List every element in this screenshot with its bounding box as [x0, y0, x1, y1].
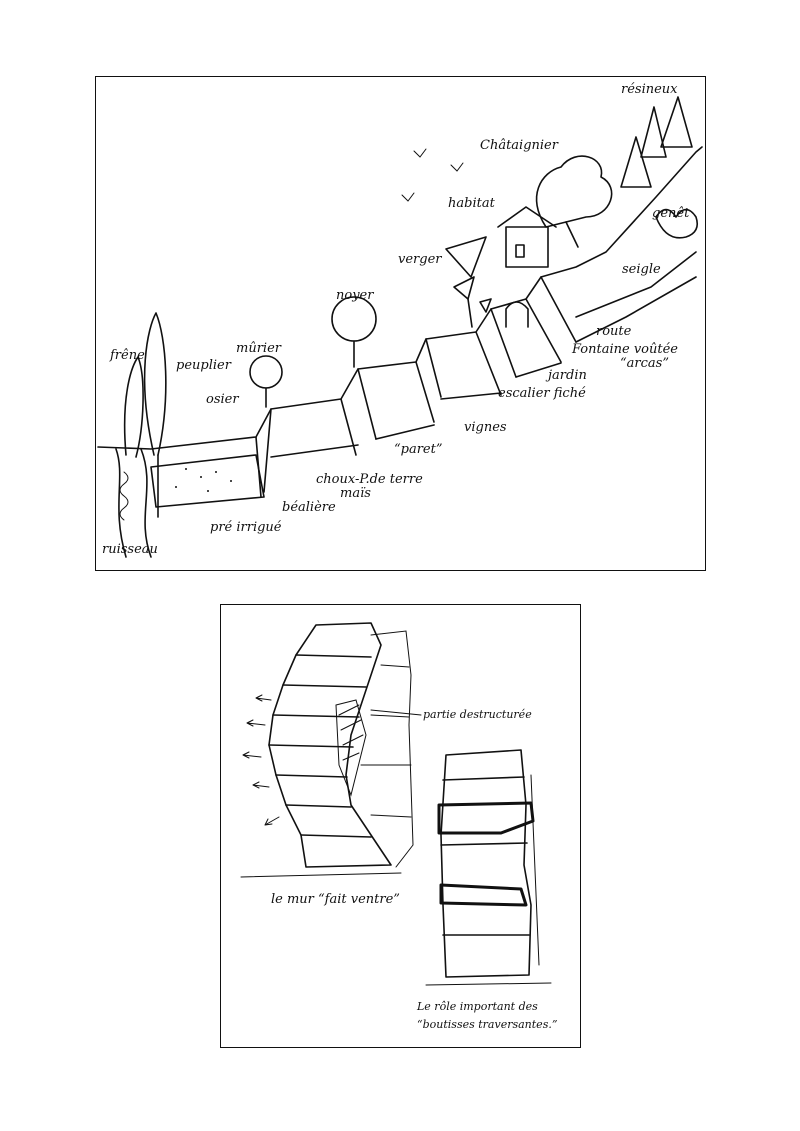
- label-role-line2: “boutisses traversantes.”: [417, 1018, 558, 1031]
- label-jardin: jardin: [548, 368, 587, 383]
- label-fontaine: Fontaine voûtée: [572, 342, 678, 357]
- dry-stone-wall-diagram: partie destructurée le mur “fait ventre”…: [220, 604, 581, 1048]
- label-mur-fait-ventre: le mur “fait ventre”: [271, 892, 400, 907]
- hillside-drawing: [97, 96, 703, 558]
- label-bealiere: béalière: [282, 500, 336, 515]
- label-route: route: [596, 324, 632, 339]
- label-peuplier: peuplier: [176, 358, 231, 373]
- label-frene: frêne: [110, 348, 145, 363]
- label-escalier: escalier fiché: [498, 386, 586, 401]
- label-pre-irrigue: pré irrigué: [210, 520, 282, 535]
- label-role-line1: Le rôle important des: [417, 1000, 538, 1013]
- label-noyer: noyer: [336, 288, 374, 303]
- label-arcas: “arcas”: [620, 356, 669, 371]
- label-mais: maïs: [340, 486, 371, 501]
- label-paret: “paret”: [394, 442, 443, 457]
- label-partie-destructuree: partie destructurée: [423, 708, 532, 721]
- wall-drawing: [240, 622, 552, 986]
- label-ruisseau: ruisseau: [102, 542, 158, 557]
- label-verger: verger: [398, 252, 442, 267]
- label-osier: osier: [206, 392, 239, 407]
- label-murier: mûrier: [236, 341, 281, 356]
- label-vignes: vignes: [464, 420, 507, 435]
- label-resineux: résineux: [621, 82, 678, 97]
- terraced-hillside-diagram: résineux Châtaignier habitat genêt verge…: [95, 76, 706, 571]
- label-choux: choux-P.de terre: [316, 472, 423, 487]
- label-seigle: seigle: [622, 262, 661, 277]
- label-chataignier: Châtaignier: [480, 138, 558, 153]
- label-habitat: habitat: [448, 196, 495, 211]
- label-genet: genêt: [652, 206, 690, 221]
